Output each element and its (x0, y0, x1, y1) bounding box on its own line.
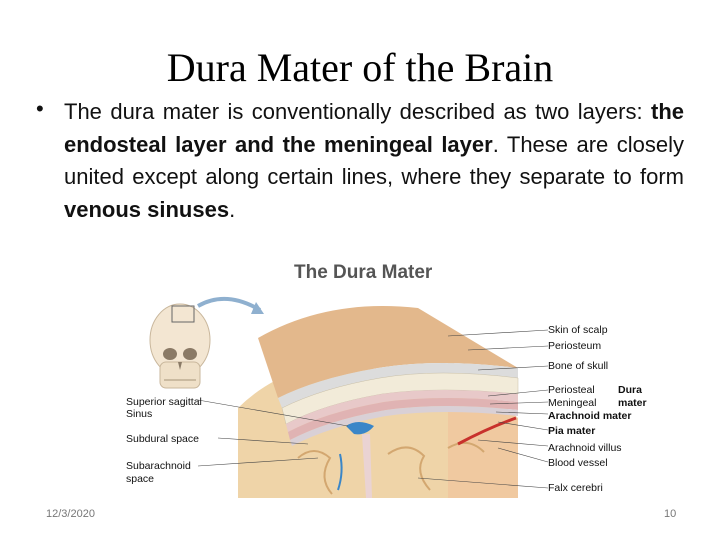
footer-page-number: 10 (664, 508, 676, 520)
skull-icon (150, 304, 210, 388)
label-bone-of-skull: Bone of skull (548, 360, 608, 372)
footer-date: 12/3/2020 (46, 508, 95, 520)
label-periosteal: Periosteal (548, 384, 595, 396)
label-falx-cerebri: Falx cerebri (548, 482, 603, 494)
curved-arrow-icon (198, 299, 260, 310)
label-periosteum: Periosteum (548, 340, 601, 352)
bullet-dot: • (36, 96, 44, 122)
bullet-text-part-1: The dura mater is conventionally describ… (64, 99, 651, 124)
label-subdural-space: Subdural space (126, 433, 199, 445)
label-skin-of-scalp: Skin of scalp (548, 324, 608, 336)
bullet-text-part-3: . (229, 197, 235, 222)
label-superior-sagittal: Superior sagittal (126, 396, 202, 408)
label-mater: mater (618, 397, 647, 409)
label-subarachnoid: Subarachnoid (126, 460, 191, 472)
label-sinus: Sinus (126, 408, 152, 420)
label-arachnoid-mater: Arachnoid mater (548, 410, 631, 422)
label-arachnoid-villus: Arachnoid villus (548, 442, 622, 454)
bullet-text: The dura mater is conventionally describ… (64, 96, 684, 226)
label-meningeal: Meningeal (548, 397, 596, 409)
label-space: space (126, 473, 154, 485)
bullet-bold-sinuses: venous sinuses (64, 197, 229, 222)
label-dura: Dura (618, 384, 642, 396)
dura-mater-figure: The Dura Mater (118, 258, 668, 498)
slide-title: Dura Mater of the Brain (0, 44, 720, 91)
meninges-cross-section (238, 306, 518, 498)
label-blood-vessel: Blood vessel (548, 457, 608, 469)
bullet-point: • The dura mater is conventionally descr… (36, 96, 684, 226)
label-pia-mater: Pia mater (548, 425, 595, 437)
